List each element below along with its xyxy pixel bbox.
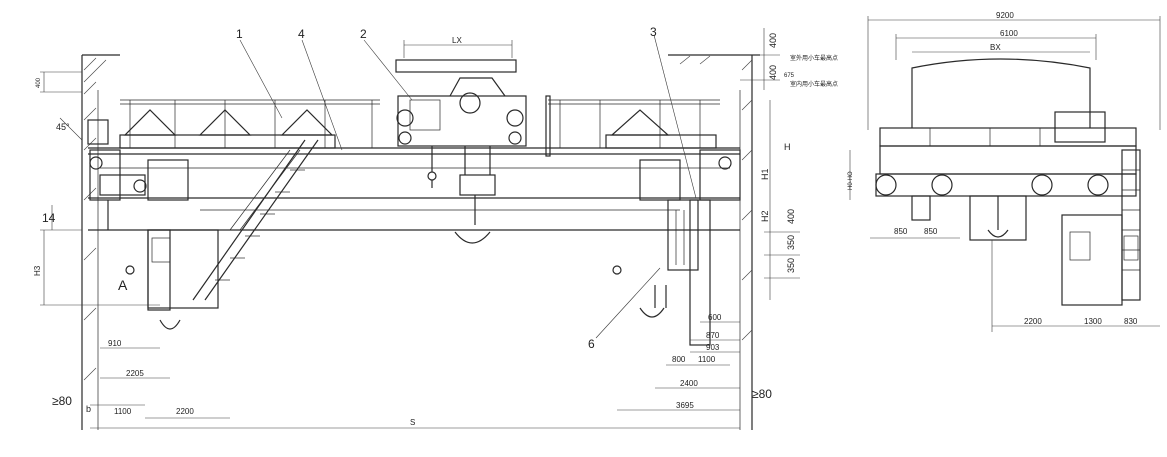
dim-h2: H2 (760, 210, 770, 222)
side-dim-9200: 9200 (996, 11, 1014, 20)
left-wall (40, 54, 120, 430)
dim-14: 14 (42, 211, 56, 225)
dim-400-right: 400 (786, 209, 796, 224)
dim-400-mid: 400 (768, 65, 778, 80)
dim-910: 910 (108, 339, 122, 348)
note-indoor-highest: 室内用小车最高点 (790, 80, 838, 88)
dim-2200-left: 2200 (176, 407, 194, 416)
dim-1100-left: 1100 (114, 407, 132, 416)
dim-angle-45: 45° (56, 122, 70, 132)
side-dim-bx: BX (990, 43, 1001, 52)
dim-ge80-right: ≥80 (752, 387, 772, 401)
dim-675: 675 (784, 73, 795, 79)
crane-bridge (87, 99, 741, 346)
part-number-1: 1 (236, 27, 243, 41)
dim-800: 800 (672, 355, 686, 364)
dim-h1: H1 (760, 168, 770, 180)
dim-2205: 2205 (126, 369, 144, 378)
dim-600: 600 (708, 313, 722, 322)
side-dim-6100: 6100 (1000, 29, 1018, 38)
dim-1100-right: 1100 (698, 355, 716, 364)
part-number-6: 6 (588, 337, 595, 351)
dim-350-a: 350 (786, 235, 796, 250)
dim-400-left: 400 (36, 77, 42, 88)
dim-lx: LX (452, 36, 462, 45)
dim-870: 870 (706, 331, 720, 340)
dim-2400: 2400 (680, 379, 698, 388)
side-dim-2200: 2200 (1024, 317, 1042, 326)
side-dim-830: 830 (1124, 317, 1138, 326)
dim-400-top: 400 (768, 33, 778, 48)
left-dimensions: 400 45° 14 H3 A 910 2205 ≥80 b 1100 2200… (33, 77, 740, 429)
top-dimensions: LX 400 400 675 (452, 28, 795, 90)
part-number-4: 4 (298, 27, 305, 41)
right-dimensions: H H1 H2 400 350 350 600 870 903 800 1100… (617, 100, 800, 411)
dim-903: 903 (706, 343, 720, 352)
side-dim-850-a: 850 (894, 227, 908, 236)
dim-h3: H3 (33, 265, 42, 276)
right-wall (668, 54, 760, 430)
side-view: 9200 6100 BX 室外用小车最高点 室内用小车最高点 (790, 11, 1161, 332)
dim-3695: 3695 (676, 401, 694, 410)
dim-ge80-left: ≥80 (52, 394, 72, 408)
note-outdoor-highest: 室外用小车最高点 (790, 54, 838, 62)
side-dim-h0: H0-HO (848, 171, 854, 190)
side-dim-850-b: 850 (924, 227, 938, 236)
part-number-2: 2 (360, 27, 367, 41)
dim-a-mark: A (118, 277, 128, 293)
side-dim-1300: 1300 (1084, 317, 1102, 326)
part-leaders: 1 4 2 3 6 (236, 25, 697, 351)
dim-span-s: S (410, 418, 415, 427)
dim-b: b (86, 404, 91, 414)
part-number-3: 3 (650, 25, 657, 39)
dim-350-b: 350 (786, 258, 796, 273)
trolley (395, 40, 551, 244)
dim-h: H (784, 142, 791, 152)
